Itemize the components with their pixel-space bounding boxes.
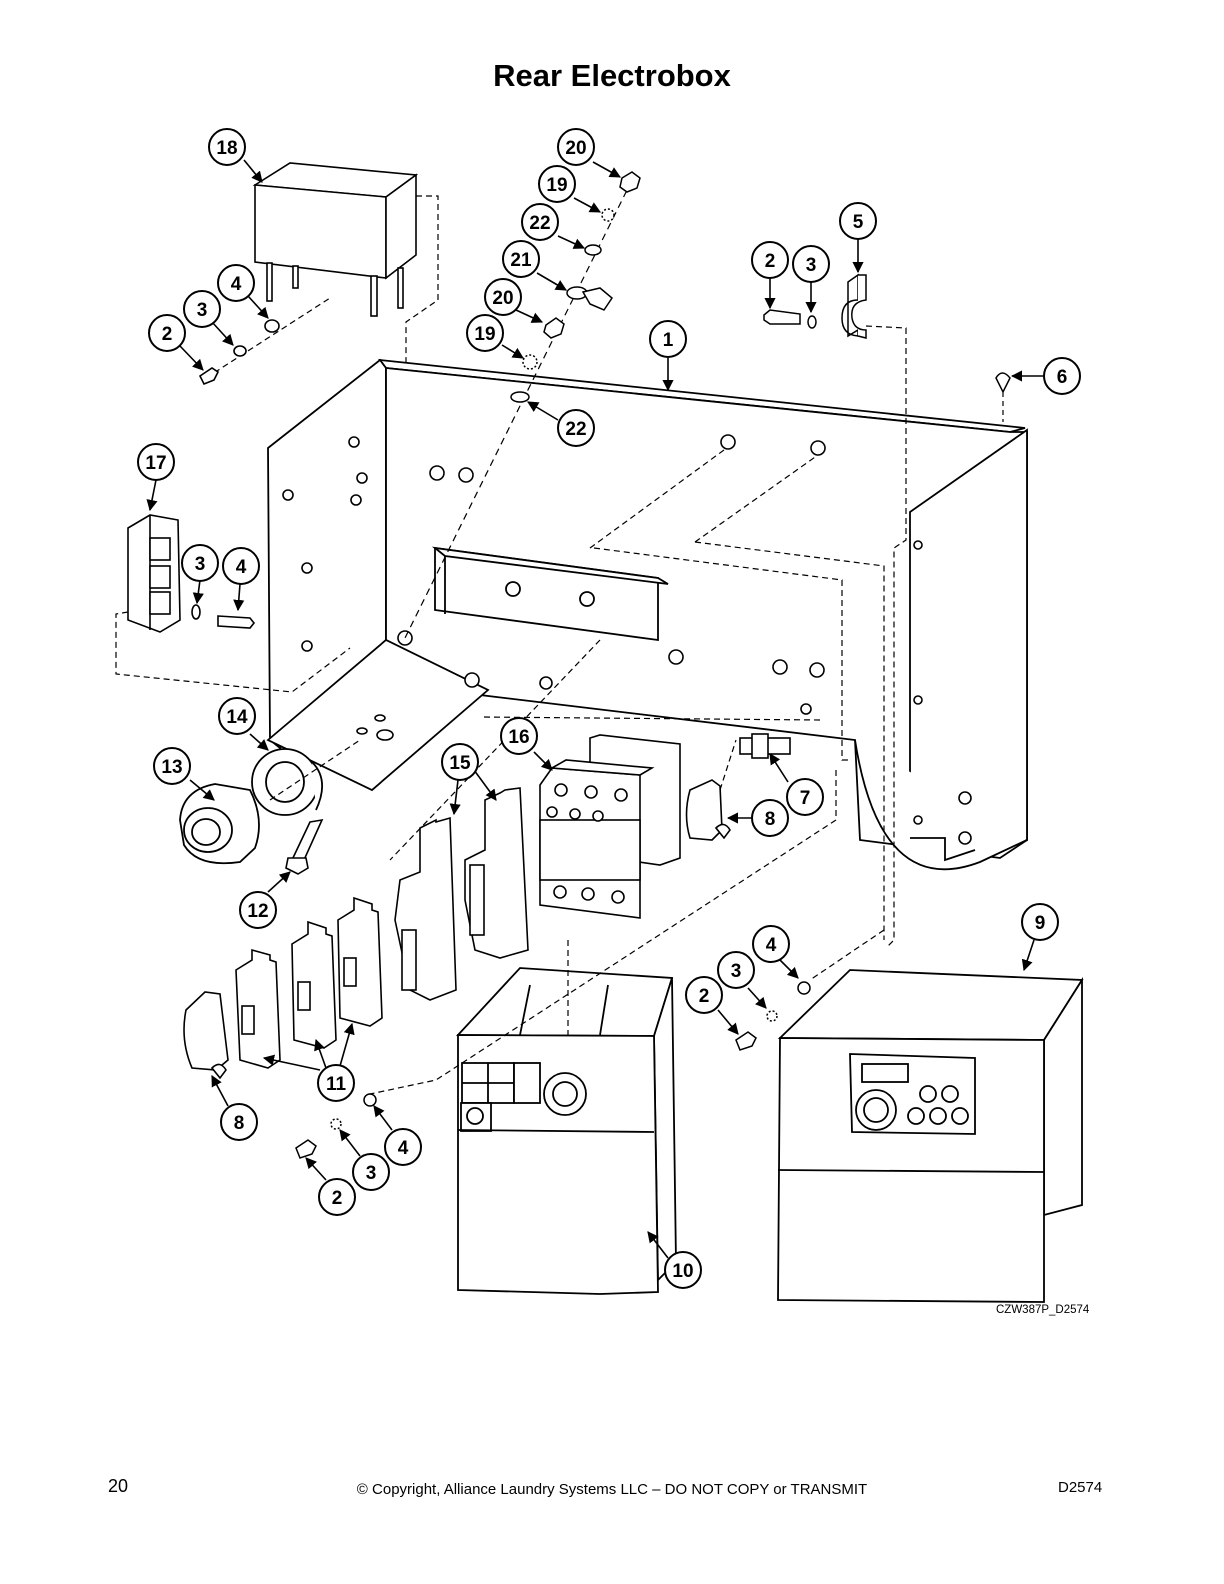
callout-20: 20 bbox=[557, 128, 595, 166]
callout-label: 14 bbox=[226, 707, 248, 728]
drive-part-9 bbox=[777, 969, 1084, 1303]
cable-gland-part-13 bbox=[179, 783, 260, 865]
relay-part-18 bbox=[198, 162, 439, 499]
lower-hardware bbox=[295, 981, 811, 1159]
callout-5: 5 bbox=[839, 202, 877, 240]
callout-22: 22 bbox=[521, 203, 559, 241]
page-title: Rear Electrobox bbox=[493, 58, 731, 93]
callout-label: 19 bbox=[546, 175, 567, 196]
callouts: 18 4 3 2 20 19 22 21 20 19 22 1 5 2 3 6 … bbox=[137, 128, 1081, 1289]
callout-label: 11 bbox=[326, 1074, 347, 1095]
callout-3: 3 bbox=[792, 245, 830, 283]
callout-20: 20 bbox=[484, 278, 522, 316]
callout-13: 13 bbox=[153, 747, 191, 785]
callout-16: 16 bbox=[500, 717, 538, 755]
callout-label: 4 bbox=[766, 935, 777, 956]
callout-label: 17 bbox=[145, 453, 166, 474]
terminal-modules-part-11 bbox=[235, 896, 383, 1069]
callout-label: 3 bbox=[195, 554, 206, 575]
screw-part-12 bbox=[285, 818, 324, 875]
callout-label: 2 bbox=[162, 324, 173, 345]
callout-3: 3 bbox=[183, 290, 221, 328]
callout-label: 3 bbox=[366, 1163, 377, 1184]
callout-12: 12 bbox=[239, 891, 277, 929]
callout-label: 4 bbox=[398, 1138, 409, 1159]
callout-label: 15 bbox=[449, 753, 471, 774]
page-number: 20 bbox=[108, 1476, 129, 1496]
callout-label: 16 bbox=[508, 727, 529, 748]
terminal-block-part-17 bbox=[115, 514, 351, 693]
callout-15: 15 bbox=[441, 743, 479, 781]
callout-label: 2 bbox=[699, 986, 710, 1007]
clip-part-7 bbox=[739, 733, 791, 759]
callout-label: 13 bbox=[161, 757, 182, 778]
callout-1: 1 bbox=[649, 320, 687, 358]
callout-19: 19 bbox=[466, 314, 504, 352]
callout-2: 2 bbox=[685, 976, 723, 1014]
drive-part-10 bbox=[455, 967, 677, 1295]
callout-label: 20 bbox=[492, 288, 513, 309]
callout-label: 2 bbox=[332, 1188, 343, 1209]
aux-block-part-8-upper bbox=[685, 739, 737, 841]
callout-label: 2 bbox=[765, 251, 776, 272]
callout-label: 4 bbox=[236, 557, 247, 578]
callout-label: 3 bbox=[806, 255, 817, 276]
callout-2: 2 bbox=[148, 314, 186, 352]
document-code: D2574 bbox=[1058, 1479, 1103, 1496]
clamp-part-5 bbox=[763, 273, 1011, 947]
callout-22: 22 bbox=[557, 409, 595, 447]
stud-hardware-stack bbox=[403, 171, 641, 641]
callout-label: 8 bbox=[234, 1113, 245, 1134]
callout-10: 10 bbox=[664, 1251, 702, 1289]
drawing-code: CZW387P_D2574 bbox=[996, 1304, 1090, 1316]
callout-21: 21 bbox=[502, 240, 540, 278]
callout-label: 20 bbox=[565, 138, 586, 159]
callout-label: 6 bbox=[1057, 367, 1068, 388]
callout-17: 17 bbox=[137, 443, 175, 481]
callout-19: 19 bbox=[538, 165, 576, 203]
callout-label: 19 bbox=[474, 324, 495, 345]
callout-label: 4 bbox=[231, 274, 242, 295]
callout-4: 4 bbox=[222, 547, 260, 585]
callout-label: 22 bbox=[565, 419, 586, 440]
callout-leaders bbox=[146, 159, 1043, 1259]
callout-label: 3 bbox=[731, 961, 742, 982]
assembly-dashed-lines bbox=[369, 449, 885, 1095]
aux-block-part-8-lower bbox=[183, 991, 229, 1080]
callout-label: 12 bbox=[247, 901, 268, 922]
callout-label: 21 bbox=[510, 250, 532, 271]
callout-3: 3 bbox=[717, 951, 755, 989]
contactor-part-16 bbox=[539, 734, 681, 919]
callout-3: 3 bbox=[352, 1153, 390, 1191]
callout-9: 9 bbox=[1021, 903, 1059, 941]
callout-label: 7 bbox=[800, 788, 811, 809]
callout-label: 1 bbox=[663, 330, 674, 351]
enclosure-mounting-holes bbox=[282, 434, 972, 845]
enclosure-part-1 bbox=[266, 358, 1028, 871]
callout-2: 2 bbox=[751, 241, 789, 279]
copyright-notice: © Copyright, Alliance Laundry Systems LL… bbox=[356, 1481, 868, 1498]
callout-8: 8 bbox=[220, 1103, 258, 1141]
callout-18: 18 bbox=[208, 128, 246, 166]
callout-label: 22 bbox=[529, 213, 550, 234]
callout-3: 3 bbox=[181, 544, 219, 582]
callout-14: 14 bbox=[218, 697, 256, 735]
callout-6: 6 bbox=[1043, 357, 1081, 395]
callout-2: 2 bbox=[318, 1178, 356, 1216]
callout-label: 18 bbox=[216, 138, 237, 159]
callout-7: 7 bbox=[786, 778, 824, 816]
callout-label: 3 bbox=[197, 300, 208, 321]
relay-sockets-part-15 bbox=[394, 787, 529, 1001]
callout-8: 8 bbox=[751, 799, 789, 837]
callout-label: 8 bbox=[765, 809, 776, 830]
callout-4: 4 bbox=[217, 264, 255, 302]
callout-label: 10 bbox=[672, 1261, 693, 1282]
locknut-part-14 bbox=[251, 739, 361, 816]
callout-label: 9 bbox=[1035, 913, 1046, 934]
callout-4: 4 bbox=[752, 925, 790, 963]
callout-11: 11 bbox=[317, 1064, 355, 1102]
callout-label: 5 bbox=[853, 212, 864, 233]
callout-4: 4 bbox=[384, 1128, 422, 1166]
